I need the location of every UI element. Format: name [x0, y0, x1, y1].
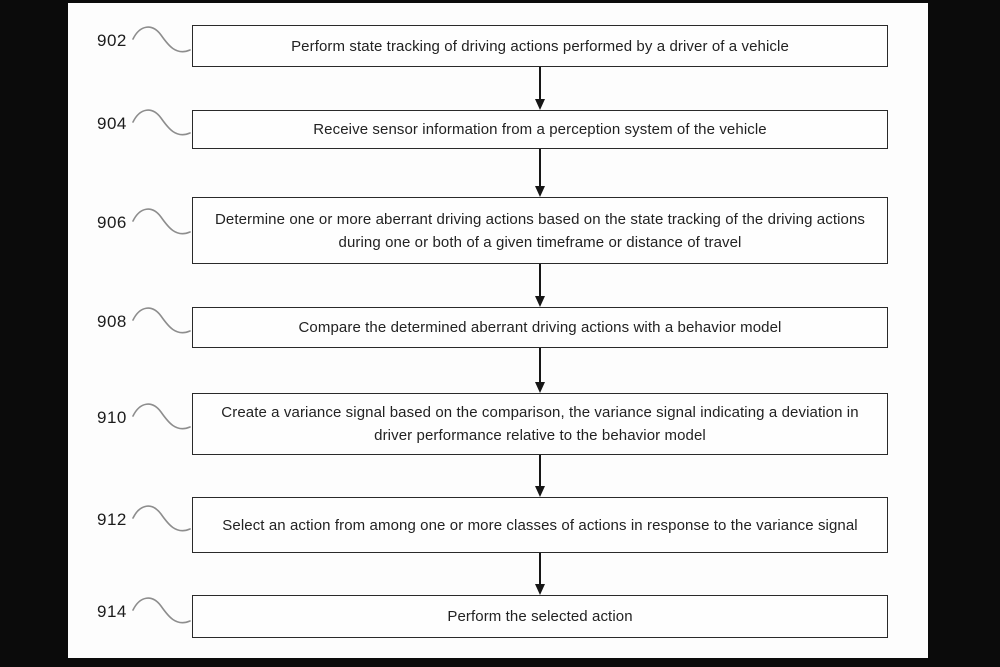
flow-step-text: Perform the selected action [447, 608, 633, 625]
ref-label-914: 914 [97, 592, 192, 632]
ref-label-912: 912 [97, 500, 192, 540]
flow-arrow [534, 149, 546, 197]
arrow-line [539, 553, 541, 584]
arrow-line [539, 149, 541, 186]
ref-numeral: 906 [97, 213, 127, 232]
flow-arrow [534, 455, 546, 497]
arrow-head-icon [535, 584, 545, 595]
arrow-line [539, 67, 541, 99]
arrow-line [539, 348, 541, 382]
ref-numeral: 904 [97, 114, 127, 133]
flow-arrow [534, 67, 546, 110]
patent-figure-sheet: 902 Perform state tracking of driving ac… [68, 3, 928, 658]
flow-step-box-914: Perform the selected action [192, 595, 888, 638]
squiggle-connector-icon [132, 26, 191, 53]
flow-arrow [534, 553, 546, 595]
ref-label-910: 910 [97, 398, 192, 438]
squiggle-connector-icon [132, 597, 191, 624]
flow-step-box-908: Compare the determined aberrant driving … [192, 307, 888, 348]
ref-numeral: 914 [97, 602, 127, 621]
flow-step-box-902: Perform state tracking of driving action… [192, 25, 888, 67]
ref-label-906: 906 [97, 203, 192, 243]
ref-numeral: 908 [97, 312, 127, 331]
ref-label-902: 902 [97, 21, 192, 61]
flow-arrow [534, 348, 546, 393]
flow-step-text: Create a variance signal based on the co… [221, 404, 859, 444]
ref-numeral: 912 [97, 510, 127, 529]
ref-label-904: 904 [97, 104, 192, 144]
ref-label-908: 908 [97, 302, 192, 342]
squiggle-connector-icon [132, 109, 191, 136]
flow-step-text: Compare the determined aberrant driving … [298, 319, 782, 336]
flow-step-box-910: Create a variance signal based on the co… [192, 393, 888, 455]
arrow-head-icon [535, 186, 545, 197]
flow-step-text: Select an action from among one or more … [222, 516, 858, 534]
arrow-head-icon [535, 382, 545, 393]
arrow-head-icon [535, 296, 545, 307]
flow-step-box-904: Receive sensor information from a percep… [192, 110, 888, 149]
squiggle-connector-icon [132, 307, 191, 334]
squiggle-connector-icon [132, 403, 191, 430]
arrow-head-icon [535, 99, 545, 110]
ref-numeral: 902 [97, 31, 127, 50]
arrow-head-icon [535, 486, 545, 497]
flow-step-box-906: Determine one or more aberrant driving a… [192, 197, 888, 264]
squiggle-connector-icon [132, 208, 191, 235]
flow-step-text: Perform state tracking of driving action… [291, 37, 789, 55]
flow-step-text: Determine one or more aberrant driving a… [214, 210, 866, 251]
flow-step-text: Receive sensor information from a percep… [313, 121, 767, 138]
squiggle-connector-icon [132, 505, 191, 532]
arrow-line [539, 264, 541, 296]
flow-arrow [534, 264, 546, 307]
arrow-line [539, 455, 541, 486]
flow-step-box-912: Select an action from among one or more … [192, 497, 888, 553]
ref-numeral: 910 [97, 408, 127, 427]
